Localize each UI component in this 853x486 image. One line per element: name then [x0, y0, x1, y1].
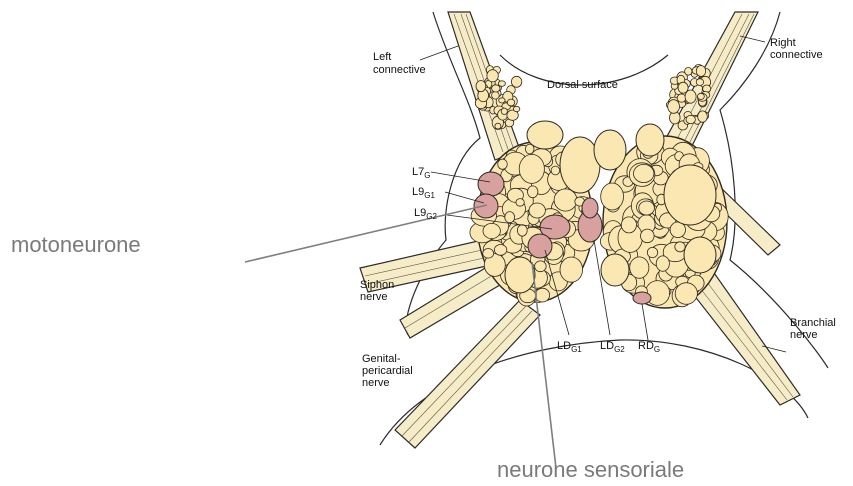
neuron-cell-body: [698, 111, 708, 122]
neuron-cell-body: [675, 283, 697, 305]
neuron-cell-body: [698, 93, 705, 99]
neuron-cell-body: [601, 183, 624, 210]
genital-pericardial-nerve-label: Genital- pericardial nerve: [362, 353, 416, 389]
neuron-cell-body: [675, 242, 685, 252]
large-neuron-cell-body: [664, 165, 716, 225]
large-neuron-cell-body: [594, 130, 626, 170]
neuron-cell-body: [696, 79, 703, 86]
neuron-cell-body: [483, 249, 494, 259]
branchial-nerve-label: Branchial nerve: [790, 317, 839, 341]
neuron-cell-body: [621, 217, 636, 233]
neuron-ldg1: [528, 234, 552, 258]
l7g-label: L7G: [412, 166, 430, 180]
large-neuron-cell-body: [601, 254, 629, 286]
neuron-cell-body: [647, 247, 657, 257]
neuron-cell-body: [494, 245, 506, 256]
neuron-cell-body: [678, 82, 688, 93]
neuron-cell-body: [495, 123, 501, 129]
l9g2-label: L9G2: [414, 207, 437, 221]
connective-cells-right: [666, 64, 710, 130]
neuron-cell-body: [677, 94, 686, 102]
neuron-cell-body: [685, 67, 692, 75]
large-neuron-cell-body: [684, 237, 716, 273]
large-neuron-cell-body: [636, 124, 664, 156]
neuron-cell-body: [630, 257, 649, 278]
neuron-cell-body: [529, 203, 545, 218]
neuron-cell-body: [498, 159, 508, 169]
neuron-cell-body: [686, 115, 695, 123]
neuron-cell-body: [507, 99, 514, 106]
neuron-cell-body: [519, 154, 544, 183]
neuron-cell-body: [498, 81, 505, 87]
neuron-cell-body: [528, 186, 538, 198]
branchial-nerve: [690, 270, 800, 405]
neuron-cell-body: [696, 66, 705, 77]
neuron-cell-body: [499, 98, 505, 103]
ldg2-label: LDG2: [600, 340, 625, 354]
neuron-cell-body: [634, 164, 654, 182]
neuron-cell-body: [554, 189, 577, 211]
neuron-cell-body: [641, 229, 655, 243]
neuron-cell-body: [551, 166, 560, 175]
neuron-ldg2-b: [582, 198, 598, 218]
left-connective-label: Left connective: [373, 51, 426, 76]
neuron-cell-body: [639, 201, 655, 215]
neuron-cell-body: [517, 225, 527, 236]
rdg-label: RDG: [638, 340, 660, 354]
neuron-cell-body: [560, 257, 583, 282]
neuron-cell-body: [656, 256, 669, 271]
neuron-cell-body: [513, 106, 519, 111]
neuron-cell-body: [492, 85, 500, 92]
dorsal-surface-label: Dorsal surface: [547, 79, 618, 91]
ldg1-label: LDG1: [557, 340, 582, 354]
right-connective-label: Right connective: [770, 37, 823, 61]
neuron-cell-body: [516, 199, 524, 207]
neuron-cell-body: [483, 223, 500, 238]
siphon-nerve-label: Siphon nerve: [360, 279, 397, 303]
large-neuron-cell-body: [505, 257, 535, 293]
motoneurone-annotation: motoneurone: [11, 232, 141, 257]
neuron-cell-body: [487, 70, 498, 82]
neuron-cell-body: [535, 261, 547, 272]
neuron-l7g: [478, 172, 504, 196]
neuron-cell-body: [492, 92, 500, 100]
neuron-cell-body: [505, 212, 515, 223]
neuron-cell-body: [476, 81, 486, 92]
neuron-cell-body: [501, 108, 507, 114]
large-neuron-cell-body: [527, 121, 563, 149]
neuron-cell-body: [511, 76, 521, 87]
neuron-cell-body: [535, 288, 549, 302]
l9g1-label: L9G1: [412, 186, 435, 200]
sensory-neuron-annotation: neurone sensoriale: [497, 457, 684, 482]
neuron-cell-body: [668, 100, 680, 114]
neuron-rdg: [633, 292, 651, 304]
